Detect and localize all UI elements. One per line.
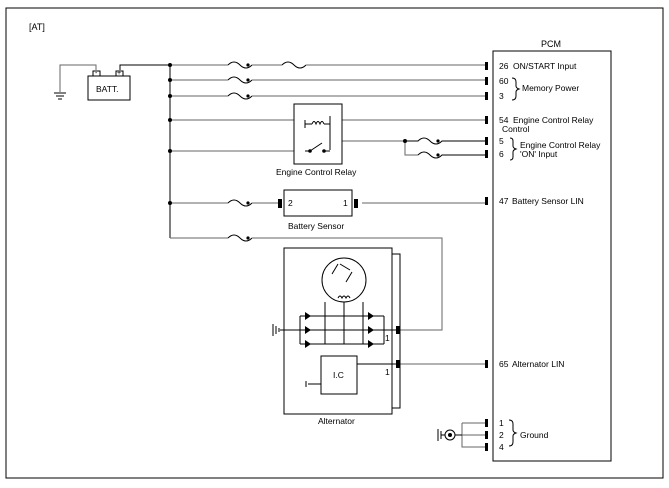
diagram-border bbox=[5, 7, 664, 479]
memory-power-label: Memory Power bbox=[522, 83, 579, 93]
pin-54-label-1: Engine Control Relay bbox=[513, 115, 594, 125]
pin-4: 4 bbox=[499, 442, 504, 452]
relay-on-label-1: Engine Control Relay bbox=[520, 140, 601, 150]
pin-54: 54 bbox=[499, 115, 509, 125]
power-wiring bbox=[168, 61, 485, 365]
pin-2: 2 bbox=[499, 430, 504, 440]
pin-65: 65 bbox=[499, 359, 509, 369]
pin-26: 26 bbox=[499, 61, 509, 71]
battery-ground-icon bbox=[54, 92, 66, 100]
variant-label: [AT] bbox=[29, 22, 45, 32]
pin-3: 3 bbox=[499, 91, 504, 101]
battery-positive-wire bbox=[119, 64, 170, 70]
relay-on-label-2: 'ON' Input bbox=[520, 149, 558, 159]
battery-sensor: 2 1 bbox=[278, 189, 358, 217]
ground-label: Ground bbox=[520, 430, 549, 440]
pcm-ground bbox=[437, 422, 485, 448]
alternator-label: Alternator bbox=[318, 416, 355, 426]
alternator-pin-b: 1 bbox=[385, 333, 390, 343]
battery-sensor-pin-1: 1 bbox=[343, 198, 348, 208]
battery-sensor-label: Battery Sensor bbox=[288, 221, 344, 231]
pin-47: 47 bbox=[499, 196, 509, 206]
engine-control-relay bbox=[293, 103, 343, 165]
pin-6: 6 bbox=[499, 149, 504, 159]
pcm-title: PCM bbox=[541, 39, 561, 49]
pin-65-label: Alternator LIN bbox=[512, 359, 564, 369]
relay-label: Engine Control Relay bbox=[276, 167, 357, 177]
alternator-ic-label: I.C bbox=[333, 370, 344, 380]
pin-1: 1 bbox=[499, 418, 504, 428]
battery-pos: + bbox=[117, 70, 121, 77]
pin-26-label: ON/START Input bbox=[513, 61, 577, 71]
pin-60: 60 bbox=[499, 76, 509, 86]
memory-power-brace bbox=[511, 77, 521, 101]
battery-sensor-pin-2: 2 bbox=[288, 198, 293, 208]
alternator: I.C 1 1 bbox=[272, 247, 401, 415]
pin-47-label: Battery Sensor LIN bbox=[512, 196, 584, 206]
pin-5: 5 bbox=[499, 136, 504, 146]
battery-neg: - bbox=[95, 70, 98, 77]
pcm-box bbox=[492, 50, 612, 462]
pcm-connectors bbox=[485, 62, 488, 451]
relay-on-brace bbox=[509, 137, 518, 161]
battery-label: BATT. bbox=[96, 84, 119, 94]
alternator-pin-lin: 1 bbox=[385, 367, 390, 377]
battery: BATT. - + bbox=[87, 70, 131, 101]
pin-54-label-2: Control bbox=[502, 124, 530, 134]
ground-brace bbox=[508, 419, 518, 447]
battery-ground-wire bbox=[59, 64, 97, 92]
